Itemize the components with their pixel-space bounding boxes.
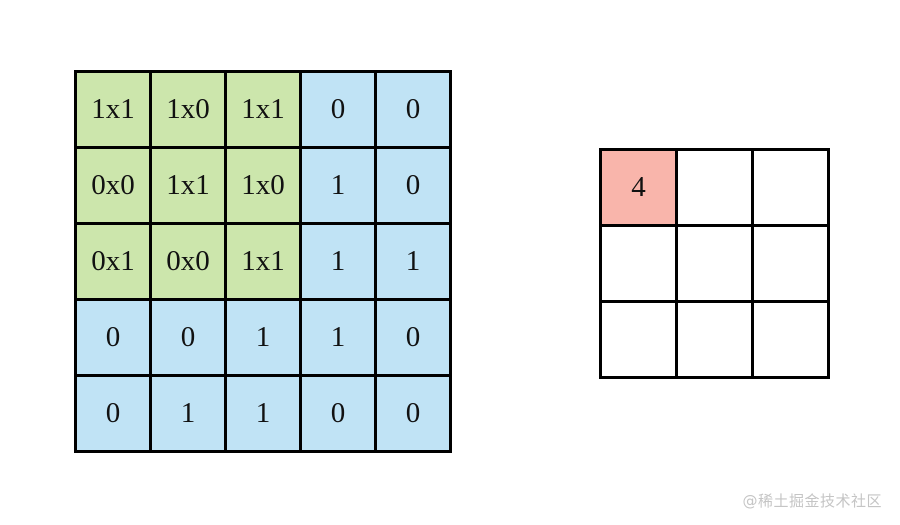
output-cell-r3-c2 [678,303,754,379]
input-cell-r5-c3: 1 [227,377,302,453]
input-cell-r5-c4: 0 [302,377,377,453]
input-cell-r1-c4: 0 [302,73,377,149]
input-cell-r3-c1: 0x1 [77,225,152,301]
input-cell-r5-c5: 0 [377,377,452,453]
input-cell-r2-c3: 1x0 [227,149,302,225]
input-cell-r3-c3: 1x1 [227,225,302,301]
input-cell-r1-c3: 1x1 [227,73,302,149]
output-cell-r1-c2 [678,151,754,227]
input-cell-r2-c5: 0 [377,149,452,225]
output-cell-r2-c1 [602,227,678,303]
output-matrix-grid: 4 [599,148,830,379]
watermark-label: @稀土掘金技术社区 [742,492,882,510]
input-cell-r4-c3: 1 [227,301,302,377]
output-cell-r3-c1 [602,303,678,379]
input-cell-r3-c2: 0x0 [152,225,227,301]
input-cell-r4-c2: 0 [152,301,227,377]
output-cell-r2-c3 [754,227,830,303]
input-cell-r1-c5: 0 [377,73,452,149]
input-cell-r3-c5: 1 [377,225,452,301]
input-cell-r2-c1: 0x0 [77,149,152,225]
input-cell-r1-c1: 1x1 [77,73,152,149]
input-cell-r2-c2: 1x1 [152,149,227,225]
input-cell-r5-c2: 1 [152,377,227,453]
output-cell-r1-c3 [754,151,830,227]
input-cell-r5-c1: 0 [77,377,152,453]
output-cell-r1-c1: 4 [602,151,678,227]
output-cell-r2-c2 [678,227,754,303]
input-cell-r2-c4: 1 [302,149,377,225]
input-cell-r3-c4: 1 [302,225,377,301]
input-cell-r4-c4: 1 [302,301,377,377]
output-cell-r3-c3 [754,303,830,379]
input-cell-r4-c1: 0 [77,301,152,377]
input-cell-r1-c2: 1x0 [152,73,227,149]
input-cell-r4-c5: 0 [377,301,452,377]
